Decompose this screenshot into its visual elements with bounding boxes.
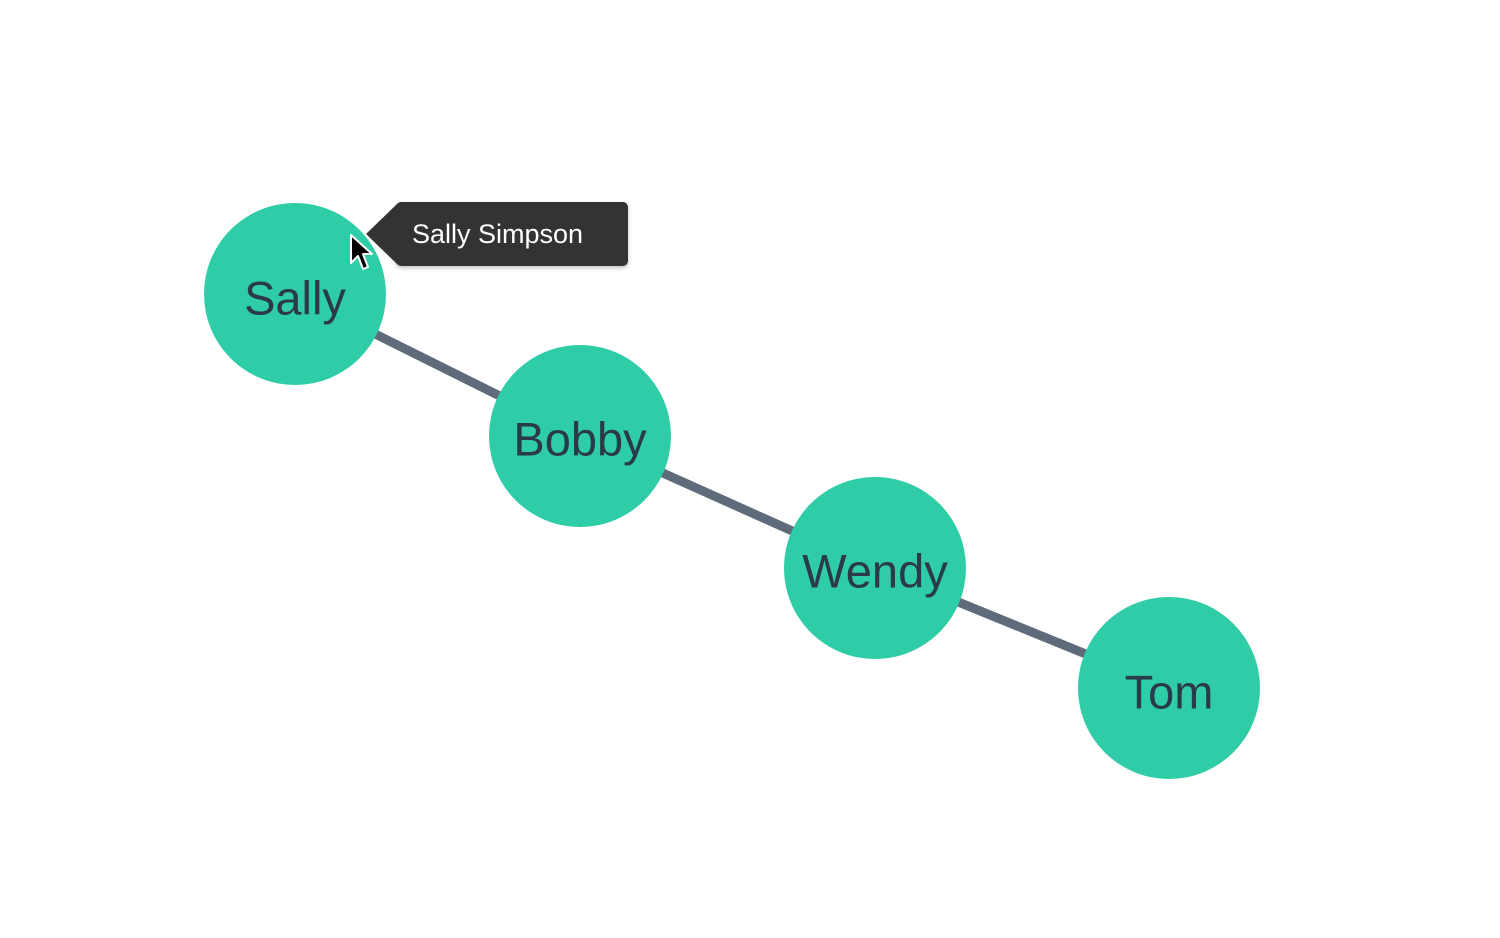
edge-layer [292, 289, 1171, 693]
mouse-pointer-icon [350, 234, 373, 270]
node-sally[interactable]: Sally [204, 203, 386, 385]
tooltip-text: Sally Simpson [412, 218, 584, 249]
node-wendy[interactable]: Wendy [784, 477, 966, 659]
node-bobby[interactable]: Bobby [489, 345, 671, 527]
node-circle[interactable] [204, 203, 386, 385]
node-circle[interactable] [784, 477, 966, 659]
node-tooltip: Sally Simpson [366, 202, 628, 266]
node-label: Wendy [802, 545, 948, 598]
node-circle[interactable] [489, 345, 671, 527]
node-circle[interactable] [1078, 597, 1260, 779]
node-label: Bobby [513, 413, 647, 466]
node-tom[interactable]: Tom [1078, 597, 1260, 779]
node-layer: Sally Bobby Wendy Tom [204, 203, 1260, 779]
node-label: Sally [244, 272, 346, 325]
node-label: Tom [1125, 666, 1214, 719]
